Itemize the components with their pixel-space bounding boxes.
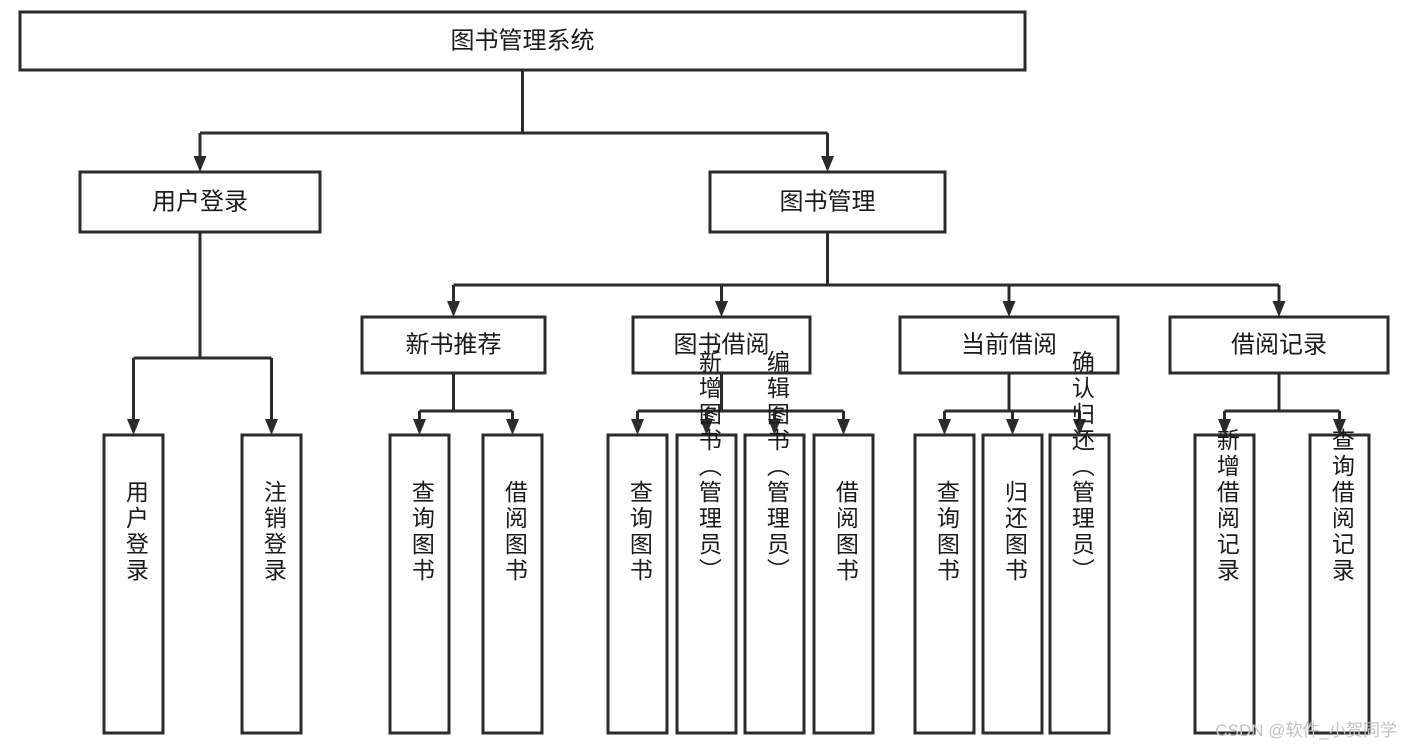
- node-box[interactable]: [743, 433, 806, 735]
- node-label: 用户登录: [122, 480, 149, 584]
- node-l-query-book-1[interactable]: 查询图书: [388, 433, 451, 735]
- node-l-user-login[interactable]: 用户登录: [102, 433, 165, 735]
- edge-arrowhead: [631, 419, 644, 435]
- node-l-add-record[interactable]: 新增借阅记录: [1193, 428, 1256, 735]
- edge-arrowhead: [938, 419, 951, 435]
- node-l-edit-book[interactable]: 编辑图书（管理员）: [743, 350, 806, 735]
- node-box[interactable]: [240, 433, 303, 735]
- node-label: 注销登录: [260, 480, 287, 584]
- edge-layer: [127, 70, 1346, 435]
- node-n-borrow-record[interactable]: 借阅记录: [1168, 315, 1390, 375]
- node-n-current-borrow[interactable]: 当前借阅: [898, 315, 1120, 375]
- node-box[interactable]: [981, 433, 1044, 735]
- node-box[interactable]: [913, 433, 976, 735]
- edge-arrowhead: [715, 301, 728, 317]
- node-label: 归还图书: [1001, 480, 1028, 584]
- node-l-return-book[interactable]: 归还图书: [981, 433, 1044, 735]
- node-l-borrow-book-1[interactable]: 借阅图书: [481, 433, 544, 735]
- node-label: 确认归还（管理员）: [1068, 350, 1095, 584]
- node-box[interactable]: [606, 433, 669, 735]
- node-label: 新增借阅记录: [1213, 428, 1240, 584]
- edge-arrowhead: [768, 419, 781, 435]
- edge-arrowhead: [506, 419, 519, 435]
- edge-arrowhead: [821, 156, 834, 172]
- node-label: 新书推荐: [406, 331, 502, 358]
- node-box[interactable]: [102, 433, 165, 735]
- node-l-confirm-return[interactable]: 确认归还（管理员）: [1048, 350, 1111, 735]
- node-l-query-record[interactable]: 查询借阅记录: [1308, 428, 1371, 735]
- node-label: 查询图书: [626, 480, 653, 584]
- edge-arrowhead: [1073, 419, 1086, 435]
- edge-arrowhead: [1272, 301, 1286, 317]
- node-box[interactable]: [812, 433, 875, 735]
- node-label: 新增图书（管理员）: [695, 350, 722, 584]
- node-box[interactable]: [1308, 433, 1371, 735]
- edge-arrowhead: [447, 301, 460, 317]
- node-l-query-book-2[interactable]: 查询图书: [606, 433, 669, 735]
- node-layer: 图书管理系统用户登录图书管理新书推荐图书借阅当前借阅借阅记录用户登录注销登录查询…: [18, 10, 1390, 735]
- node-label: 图书管理: [780, 188, 876, 215]
- node-label: 编辑图书（管理员）: [763, 350, 790, 584]
- edge-arrowhead: [1218, 419, 1231, 435]
- node-label: 查询图书: [408, 480, 435, 584]
- edge-arrowhead: [837, 419, 850, 435]
- edge-arrowhead: [127, 419, 140, 435]
- node-label: 当前借阅: [961, 331, 1057, 358]
- node-l-add-book[interactable]: 新增图书（管理员）: [675, 350, 738, 735]
- node-box[interactable]: [675, 433, 738, 735]
- node-l-logout[interactable]: 注销登录: [240, 433, 303, 735]
- node-label: 图书借阅: [674, 331, 770, 358]
- edge-arrowhead: [413, 419, 426, 435]
- node-label: 借阅图书: [501, 480, 528, 584]
- node-l-borrow-book-2[interactable]: 借阅图书: [812, 433, 875, 735]
- node-box[interactable]: [78, 170, 322, 234]
- node-root[interactable]: 图书管理系统: [18, 10, 1027, 72]
- node-box[interactable]: [1193, 433, 1256, 735]
- node-l-query-book-3[interactable]: 查询图书: [913, 433, 976, 735]
- node-box[interactable]: [708, 170, 947, 234]
- edge-arrowhead: [265, 419, 278, 435]
- edge-arrowhead: [700, 419, 713, 435]
- node-box[interactable]: [388, 433, 451, 735]
- node-box[interactable]: [360, 315, 547, 375]
- node-label: 借阅图书: [832, 480, 859, 584]
- node-label: 用户登录: [152, 188, 248, 215]
- edge-arrowhead: [1002, 301, 1016, 317]
- node-n-user-login[interactable]: 用户登录: [78, 170, 322, 234]
- node-label: 查询借阅记录: [1328, 428, 1355, 584]
- node-label: 图书管理系统: [451, 27, 595, 54]
- node-box[interactable]: [631, 315, 812, 375]
- edge-arrowhead: [193, 156, 207, 172]
- node-box[interactable]: [1048, 433, 1111, 735]
- node-box[interactable]: [898, 315, 1120, 375]
- node-label: 借阅记录: [1231, 331, 1327, 358]
- node-box[interactable]: [1168, 315, 1390, 375]
- edge-arrowhead: [1333, 419, 1346, 435]
- node-n-book-borrow[interactable]: 图书借阅: [631, 315, 812, 375]
- node-n-book-mgmt[interactable]: 图书管理: [708, 170, 947, 234]
- edge-arrowhead: [1006, 419, 1019, 435]
- node-n-new-book-rec[interactable]: 新书推荐: [360, 315, 547, 375]
- node-box[interactable]: [18, 10, 1027, 72]
- node-label: 查询图书: [933, 480, 960, 584]
- node-box[interactable]: [481, 433, 544, 735]
